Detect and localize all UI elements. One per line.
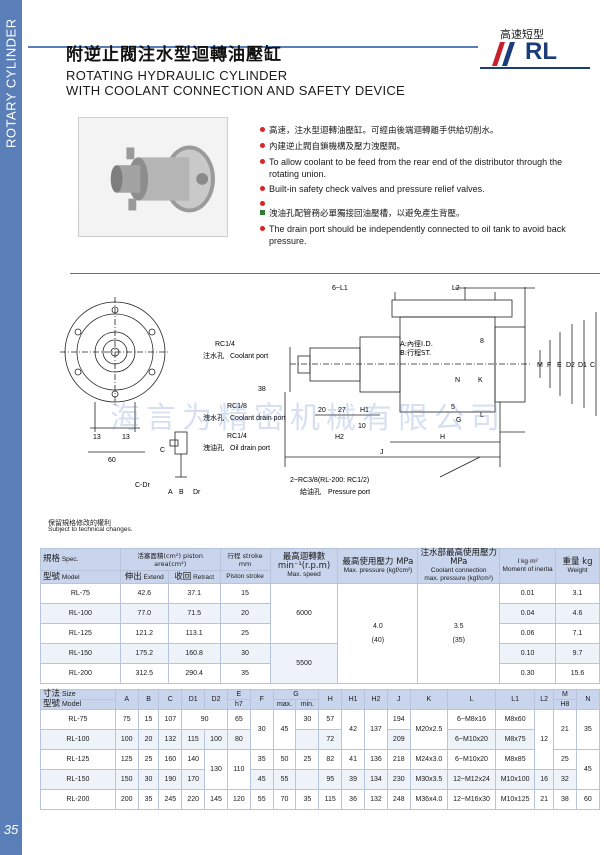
- page-number: 35: [3, 822, 19, 837]
- dim-h1: H1: [360, 407, 369, 414]
- feature-list: 高速，注水型迴轉油壓缸。可經由後端迴轉離手供給切削水。 內建逆止閥自鎖機構及壓力…: [259, 124, 579, 250]
- dim-27: 27: [338, 407, 346, 414]
- side-band: [0, 0, 22, 855]
- dim-8: 8: [480, 338, 484, 345]
- technical-drawing: 13 13 60 C C-Dr A B Dr 6~L1 L2: [60, 285, 597, 496]
- header-piston-area: 活塞面積(cm²) piston area(cm²): [119, 547, 221, 572]
- dim-60: 60: [108, 457, 116, 464]
- logo-bars-icon: [492, 42, 515, 66]
- watermark-text: 海言为精密机械有限公司: [110, 401, 506, 436]
- dim-38: 38: [258, 386, 266, 393]
- label-l2: L2: [452, 285, 460, 292]
- spec-table: 規格 Spec. 活塞面積(cm²) piston area(cm²) 行程 s…: [40, 547, 600, 684]
- feature-item: To allow coolant to be feed from the rea…: [259, 156, 579, 180]
- label-a-id: A:內徑I.D.: [400, 339, 433, 348]
- dim-n: N: [455, 377, 460, 384]
- feature-item: 洩油孔配管務必單獨接回油壓槽，以避免產生背壓。: [259, 207, 579, 220]
- note-chinese: 保留規格修改的權利: [48, 519, 111, 527]
- feature-item: The drain port should be independently c…: [259, 223, 579, 247]
- header-size: 寸法 Size: [40, 689, 116, 700]
- label-c-side: C: [160, 447, 165, 454]
- header-stroke: 行程 stroke mm: [219, 547, 271, 572]
- dim-l: L: [480, 412, 484, 419]
- dim-e: E: [557, 362, 562, 369]
- dim-13-left: 13: [93, 434, 101, 441]
- note-english: Subject to technical changes.: [48, 526, 133, 533]
- dim-c: C: [590, 362, 595, 369]
- label-dr: Dr: [193, 489, 201, 496]
- label-pressure-port: Pressure port: [328, 489, 370, 496]
- dimension-table: 寸法 Size A B C D1 D2 E F G H H1 H2 J K L …: [40, 689, 601, 810]
- dim-j: J: [380, 449, 384, 456]
- feature-item: 內建逆止閥自鎖機構及壓力洩壓閥。: [259, 140, 579, 153]
- label-b-stroke: B:行程ST.: [400, 348, 431, 357]
- dim-d1: D1: [578, 362, 587, 369]
- label-pressure-port-cn: 給油孔: [300, 487, 321, 496]
- label-coolant-drain: Coolant drain port: [230, 415, 286, 422]
- label-b: B: [179, 489, 184, 496]
- header-extend: 伸出 Extend: [119, 570, 169, 584]
- header-model: 型號 Model: [40, 570, 121, 584]
- dim-g: G: [456, 417, 461, 424]
- title-english-line2: WITH COOLANT CONNECTION AND SAFETY DEVIC…: [66, 83, 406, 98]
- dim-13-right: 13: [122, 434, 130, 441]
- dim-d2: D2: [566, 362, 575, 369]
- dim-20: 20: [318, 407, 326, 414]
- logo-underline: [480, 67, 590, 69]
- label-coolant-port-cn: 注水孔: [203, 351, 224, 360]
- label-pressure-spec: 2~RC3/8(RL-200: RC1/2): [290, 477, 369, 484]
- feature-item: Built-in safety check valves and pressur…: [259, 183, 579, 195]
- product-code: RL: [525, 38, 557, 65]
- label-coolant-port: Coolant port: [230, 353, 268, 360]
- dim-m: M: [537, 362, 543, 369]
- dim-5: 5: [451, 404, 455, 411]
- dim-h2: H2: [335, 434, 344, 441]
- label-6-l1: 6~L1: [332, 285, 348, 292]
- header-rule: [28, 46, 478, 48]
- title-chinese: 附逆止閥注水型迴轉油壓缸: [66, 45, 282, 65]
- header-spec: 規格 Spec.: [40, 547, 121, 572]
- dim-k: K: [478, 377, 483, 384]
- title-english-line1: ROTATING HYDRAULIC CYLINDER: [66, 68, 288, 83]
- section-divider: [70, 273, 600, 274]
- label-oil-drain-cn: 洩油孔: [203, 443, 224, 452]
- label-rc14-oil: RC1/4: [227, 433, 247, 440]
- feature-item: 高速，注水型迴轉油壓缸。可經由後端迴轉離手供給切削水。: [259, 124, 579, 137]
- header-model: 型號 Model: [40, 699, 116, 710]
- side-category-label: ROTARY CYLINDER: [3, 18, 19, 148]
- category-chinese: 高速短型: [500, 28, 544, 41]
- label-a: A: [168, 489, 173, 496]
- label-rc18: RC1/8: [227, 403, 247, 410]
- header-retract: 收回 Retract: [167, 570, 221, 584]
- header-speed: 最高迴轉數 min⁻¹(r.p.m)Max. speed: [269, 548, 339, 584]
- product-photo: [78, 117, 228, 237]
- label-coolant-drain-cn: 洩水孔: [203, 413, 224, 422]
- label-c-dr: C-Dr: [135, 482, 150, 489]
- label-oil-drain: Oil drain port: [230, 445, 270, 452]
- dim-f: F: [547, 362, 551, 369]
- dim-h: H: [440, 434, 445, 441]
- header-piston-stroke: Piston stroke: [219, 570, 271, 584]
- dim-10: 10: [358, 423, 366, 430]
- label-rc14-coolant: RC1/4: [215, 341, 235, 348]
